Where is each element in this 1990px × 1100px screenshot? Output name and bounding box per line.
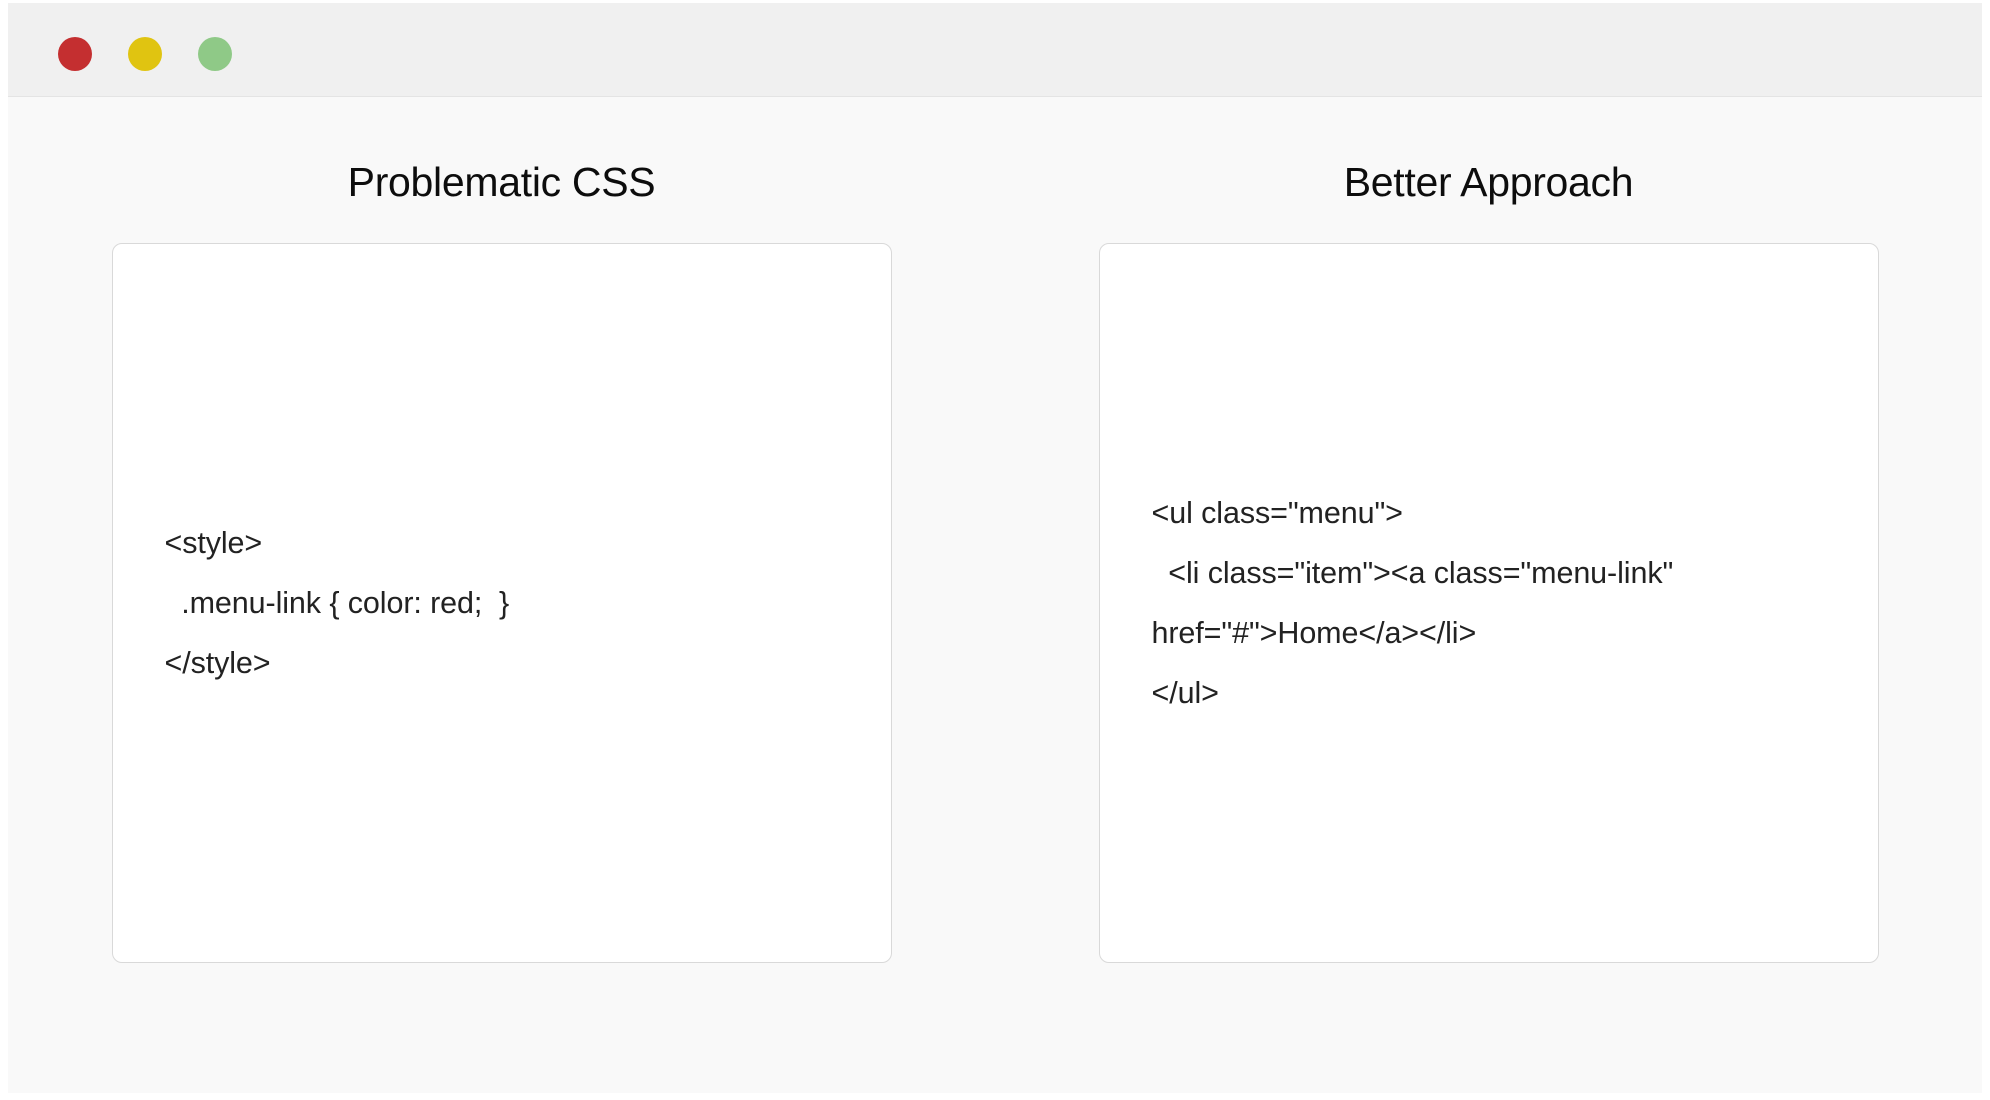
maximize-window-button[interactable] (198, 37, 232, 71)
column-heading-problematic: Problematic CSS (347, 159, 656, 205)
app-window: Problematic CSS <style> .menu-link { col… (8, 3, 1982, 1093)
close-window-button[interactable] (58, 37, 92, 71)
column-heading-better: Better Approach (1343, 159, 1634, 205)
window-controls (58, 37, 232, 71)
column-problematic-css: Problematic CSS <style> .menu-link { col… (8, 98, 995, 963)
minimize-window-button[interactable] (128, 37, 162, 71)
code-snippet-better: <ul class="menu"> <li class="item"><a cl… (1151, 496, 1674, 710)
column-better-approach: Better Approach <ul class="menu"> <li cl… (995, 98, 1982, 963)
code-card-better: <ul class="menu"> <li class="item"><a cl… (1098, 243, 1879, 963)
comparison-columns: Problematic CSS <style> .menu-link { col… (8, 98, 1982, 963)
window-titlebar (8, 3, 1982, 97)
page-content: Problematic CSS <style> .menu-link { col… (8, 98, 1982, 1093)
code-card-problematic: <style> .menu-link { color: red; } </sty… (111, 243, 892, 963)
code-snippet-problematic: <style> .menu-link { color: red; } </sty… (164, 526, 510, 680)
